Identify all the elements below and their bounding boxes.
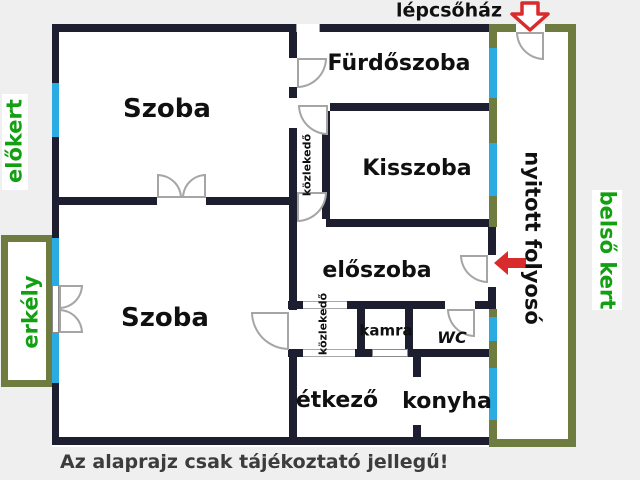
inner-garden-label: belső kert bbox=[595, 190, 620, 310]
wall-wc-bottom bbox=[408, 349, 490, 357]
wall-center-seg4 bbox=[289, 350, 297, 445]
wall-pantry-bottom-left bbox=[355, 349, 372, 357]
front-garden-label: előkert bbox=[2, 99, 27, 183]
wall-kitchen-divider-top bbox=[413, 357, 421, 377]
window-bathroom bbox=[489, 48, 497, 98]
kitchen-label: konyha bbox=[402, 389, 492, 414]
wall-hallway-right-lower bbox=[488, 287, 496, 309]
wall-smallroom-left bbox=[322, 111, 330, 219]
inner-garden-strip bbox=[592, 190, 622, 310]
outdoor-wall-seg3 bbox=[489, 196, 497, 227]
wall-center-seg2 bbox=[289, 87, 297, 98]
wall-center-seg1 bbox=[289, 24, 297, 58]
front-garden-strip bbox=[2, 94, 28, 190]
outdoor-wall-top-right bbox=[545, 24, 576, 32]
balcony-label: erkély bbox=[18, 275, 43, 349]
wall-hallway-top bbox=[326, 219, 493, 227]
wall-pantry-left bbox=[357, 309, 365, 357]
small-room-label: Kisszoba bbox=[362, 156, 472, 181]
outdoor-wall-bottom bbox=[489, 439, 576, 447]
dining-label: étkező bbox=[295, 388, 379, 413]
door-balcony bbox=[52, 285, 59, 333]
wall-room-divider-right bbox=[206, 197, 296, 205]
window-kitchen bbox=[489, 368, 497, 420]
pantry-label: kamra bbox=[359, 321, 413, 340]
window-balcony-upper bbox=[52, 238, 59, 285]
outdoor-wall-seg6 bbox=[489, 420, 497, 447]
window-balcony-lower bbox=[52, 333, 59, 383]
corridor-upper-label: közlekedő bbox=[300, 133, 314, 197]
outdoor-wall-top-left bbox=[489, 24, 516, 32]
corridor-lower-label: közlekedő bbox=[316, 292, 330, 356]
open-corridor-label: nyitott folyosó bbox=[520, 151, 545, 325]
outdoor-wall-seg1 bbox=[489, 32, 497, 48]
wall-hallway-bottom-b bbox=[347, 301, 445, 309]
wall-pantry-right bbox=[405, 309, 413, 357]
wall-left bbox=[52, 24, 59, 445]
opening-corridor-dining bbox=[303, 349, 355, 357]
room-top-label: Szoba bbox=[123, 94, 211, 124]
wall-hallway-right-upper bbox=[488, 227, 496, 255]
staircase-label: lépcsőház bbox=[395, 0, 503, 22]
wall-kitchen-divider-bottom bbox=[413, 425, 421, 437]
wall-center-seg3 bbox=[289, 128, 297, 310]
window-front-garden bbox=[52, 83, 59, 137]
window-smallroom bbox=[489, 143, 497, 196]
window-wc bbox=[489, 317, 497, 341]
entry-arrow-left-icon bbox=[494, 251, 526, 275]
bathroom-label: Fürdőszoba bbox=[327, 51, 471, 76]
disclaimer-text: Az alaprajz csak tájékoztató jellegű! bbox=[60, 451, 449, 473]
wall-hallway-bottom-c bbox=[475, 301, 493, 309]
plan-background bbox=[52, 24, 576, 447]
outdoor-wall-right bbox=[568, 24, 576, 447]
wall-room-divider-left bbox=[52, 197, 157, 205]
balcony-outline bbox=[1, 235, 53, 387]
room-bottom-label: Szoba bbox=[121, 303, 209, 333]
hallway-label: előszoba bbox=[322, 258, 432, 283]
wc-label: WC bbox=[437, 328, 467, 347]
outdoor-wall-seg4 bbox=[489, 309, 497, 317]
opening-hallway-corridor bbox=[303, 301, 347, 309]
wall-top bbox=[52, 24, 492, 32]
outdoor-wall-seg5 bbox=[489, 341, 497, 368]
wall-hallway-bottom-a bbox=[288, 301, 303, 309]
opening-top-vent bbox=[296, 24, 320, 32]
entry-arrow-down-icon bbox=[510, 1, 550, 32]
outdoor-wall-seg2 bbox=[489, 98, 497, 143]
wall-corridor-stub bbox=[288, 349, 303, 357]
wall-bottom bbox=[52, 437, 492, 445]
door-pantry bbox=[372, 349, 408, 357]
wall-bathroom-smallroom bbox=[330, 103, 490, 111]
